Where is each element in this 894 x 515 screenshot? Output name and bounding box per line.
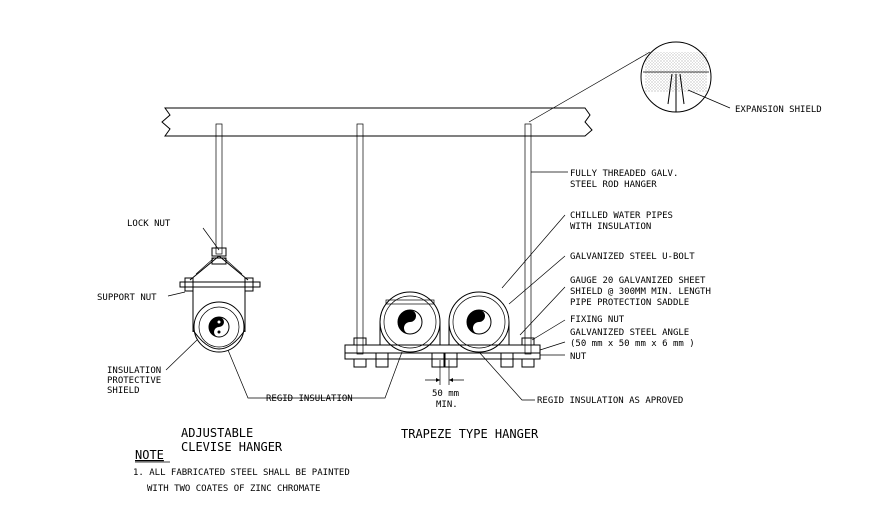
label-angle-2: (50 mm x 50 mm x 6 mm ) <box>570 339 695 349</box>
trapeze-hanger <box>344 291 541 368</box>
label-chilled-2: WITH INSULATION <box>570 222 651 232</box>
label-regid-right: REGID INSULATION AS APROVED <box>537 396 683 406</box>
title-trapeze: TRAPEZE TYPE HANGER <box>401 427 539 441</box>
label-regid-left: REGID INSULATION <box>266 394 353 404</box>
label-chilled-1: CHILLED WATER PIPES <box>570 211 673 221</box>
label-nut: NUT <box>570 352 587 362</box>
label-rod-hanger-1: FULLY THREADED GALV. <box>570 169 678 179</box>
dimension-50mm <box>425 360 464 385</box>
label-insulation-1: INSULATION <box>107 366 161 376</box>
label-dim-min: MIN. <box>436 400 458 410</box>
label-lock-nut: LOCK NUT <box>127 219 171 229</box>
label-rod-hanger-2: STEEL ROD HANGER <box>570 180 657 190</box>
leader-lines <box>165 171 568 401</box>
label-dim-50mm: 50 mm <box>432 389 459 399</box>
note-heading: NOTE <box>135 448 164 462</box>
label-insulation-3: SHIELD <box>107 386 140 396</box>
label-gauge-3: PIPE PROTECTION SADDLE <box>570 298 689 308</box>
label-angle-1: GALVANIZED STEEL ANGLE <box>570 328 689 338</box>
note-line-1: 1. ALL FABRICATED STEEL SHALL BE PAINTED <box>133 468 350 478</box>
label-gauge-2: SHIELD @ 300MM MIN. LENGTH <box>570 287 711 297</box>
label-expansion-shield: EXPANSION SHIELD <box>735 105 822 115</box>
note-line-2: WITH TWO COATES OF ZINC CHROMATE <box>147 484 320 494</box>
clevis-hanger <box>179 247 261 353</box>
title-clevise-hanger: CLEVISE HANGER <box>181 440 283 454</box>
label-ubolt: GALVANIZED STEEL U-BOLT <box>570 252 695 262</box>
title-adjustable: ADJUSTABLE <box>181 426 253 440</box>
concrete-slab <box>161 107 593 137</box>
label-insulation-2: PROTECTIVE <box>107 376 161 386</box>
label-support-nut: SUPPORT NUT <box>97 293 157 303</box>
label-gauge-1: GAUGE 20 GALVANIZED SHEET <box>570 276 706 286</box>
threaded-rods <box>215 123 532 355</box>
expansion-shield-detail <box>528 41 731 123</box>
label-fixing-nut: FIXING NUT <box>570 315 625 325</box>
